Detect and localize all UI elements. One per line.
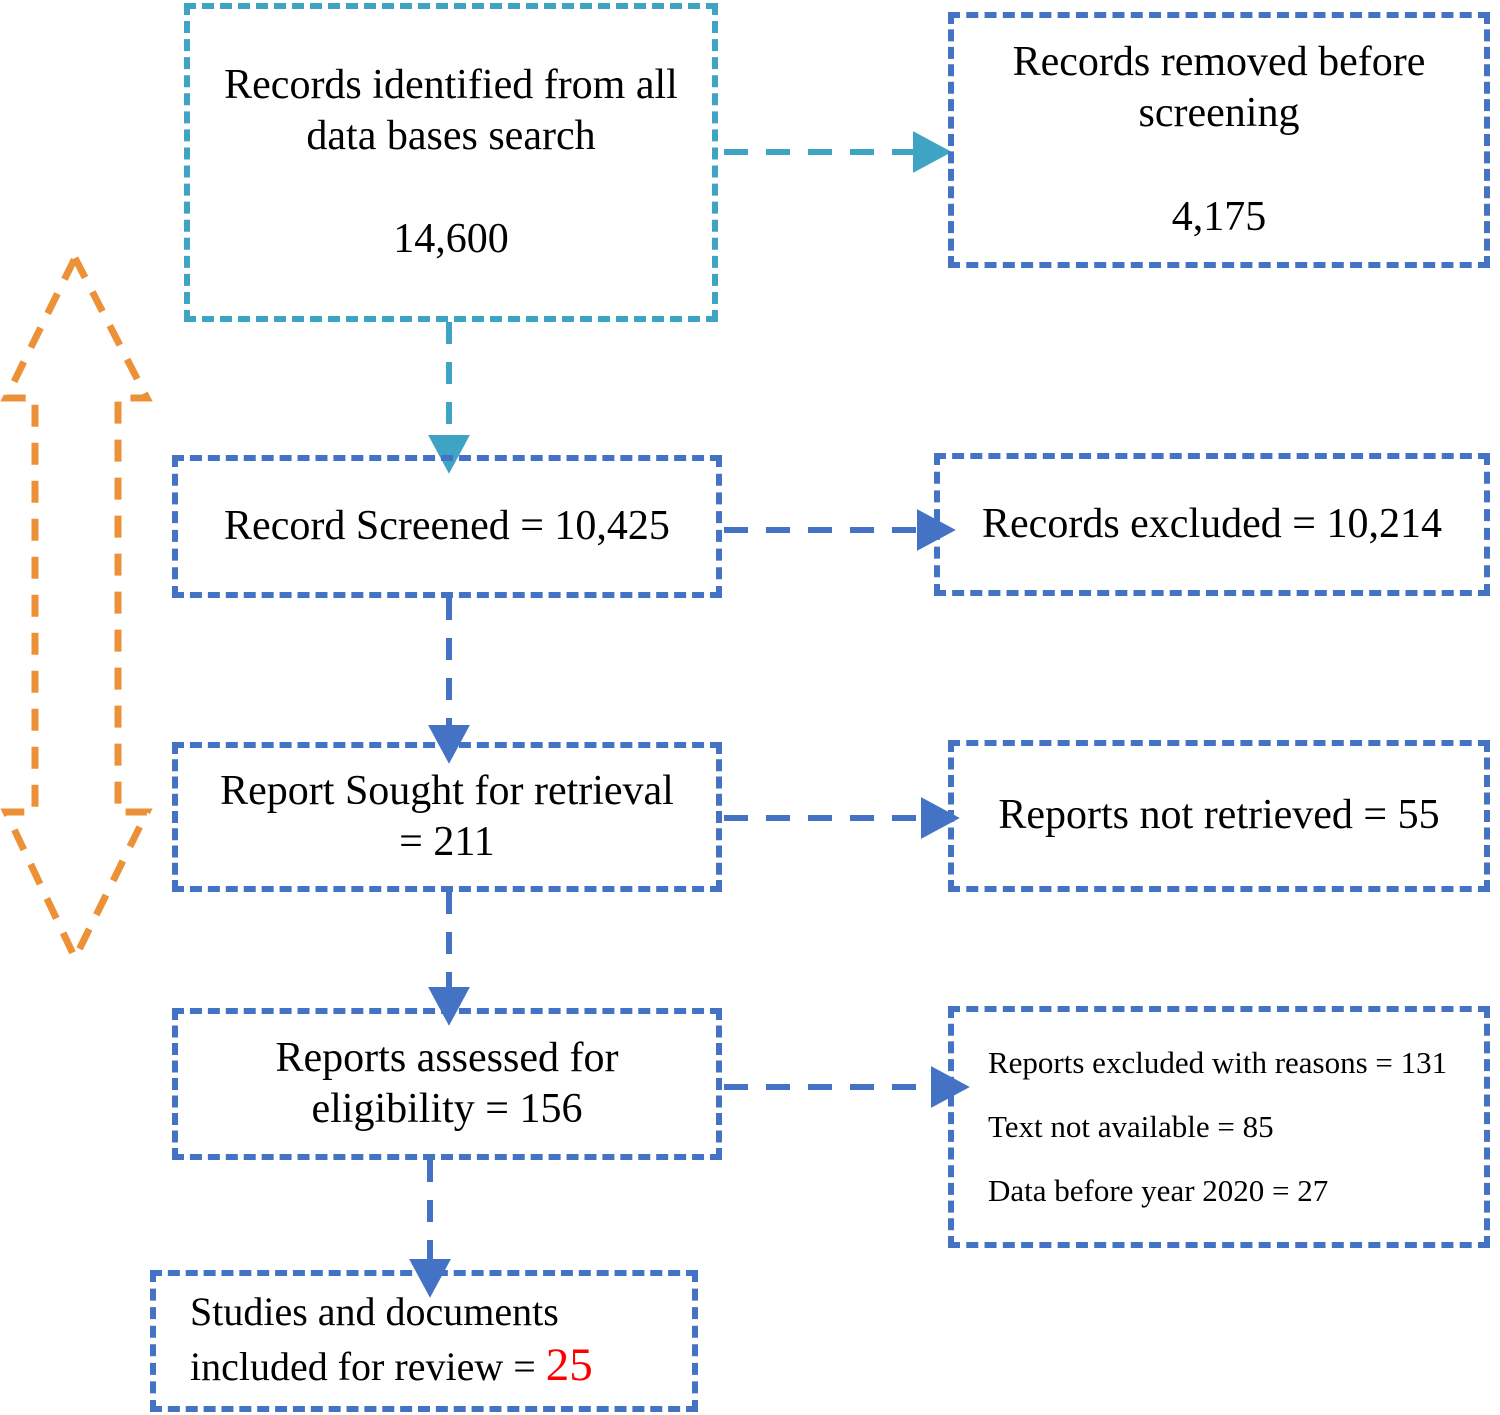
phase-range-double-arrow-icon [0, 250, 153, 967]
excluded-reason-1: Reports excluded with reasons = 131 [988, 1045, 1448, 1081]
records-identified-line-1: Records identified from all [224, 61, 678, 108]
excluded-reason-2: Text not available = 85 [988, 1109, 1274, 1145]
records-excluded-label: Records excluded = 10,214 [982, 500, 1442, 547]
reports-assessed-line-2: eligibility = 156 [311, 1086, 583, 1132]
box-reports-assessed: Reports assessed for eligibility = 156 [172, 1008, 722, 1160]
studies-included-line-1: Studies and documents [190, 1288, 559, 1334]
records-removed-line-2: screening [1138, 90, 1300, 137]
reports-sought-line-1: Report Sought for retrieval [220, 767, 674, 814]
reports-sought-line-2: = 211 [399, 819, 495, 865]
excluded-reason-3: Data before year 2020 = 27 [988, 1172, 1329, 1208]
box-records-screened: Record Screened = 10,425 [172, 455, 722, 598]
box-records-excluded: Records excluded = 10,214 [934, 453, 1490, 596]
records-removed-count: 4,175 [1171, 193, 1267, 240]
records-identified-line-2: data bases search [306, 112, 596, 159]
studies-included-prefix: included for review = [190, 1343, 546, 1389]
reports-assessed-line-1: Reports assessed for [275, 1034, 619, 1081]
studies-included-count: 25 [545, 1338, 593, 1391]
records-removed-line-1: Records removed before [1012, 39, 1426, 86]
box-records-identified: Records identified from all data bases s… [184, 3, 718, 322]
box-reports-not-retrieved: Reports not retrieved = 55 [948, 740, 1490, 892]
studies-included-line-2: included for review = 25 [190, 1337, 593, 1394]
records-screened-label: Record Screened = 10,425 [224, 502, 670, 549]
box-reports-excluded-with-reasons: Reports excluded with reasons = 131 Text… [948, 1006, 1490, 1248]
box-studies-included: Studies and documents included for revie… [150, 1270, 698, 1412]
box-reports-sought: Report Sought for retrieval = 211 [172, 742, 722, 892]
records-identified-count: 14,600 [393, 216, 509, 263]
reports-not-retrieved-label: Reports not retrieved = 55 [998, 792, 1440, 839]
box-records-removed-before-screening: Records removed before screening 4,175 [948, 12, 1490, 268]
